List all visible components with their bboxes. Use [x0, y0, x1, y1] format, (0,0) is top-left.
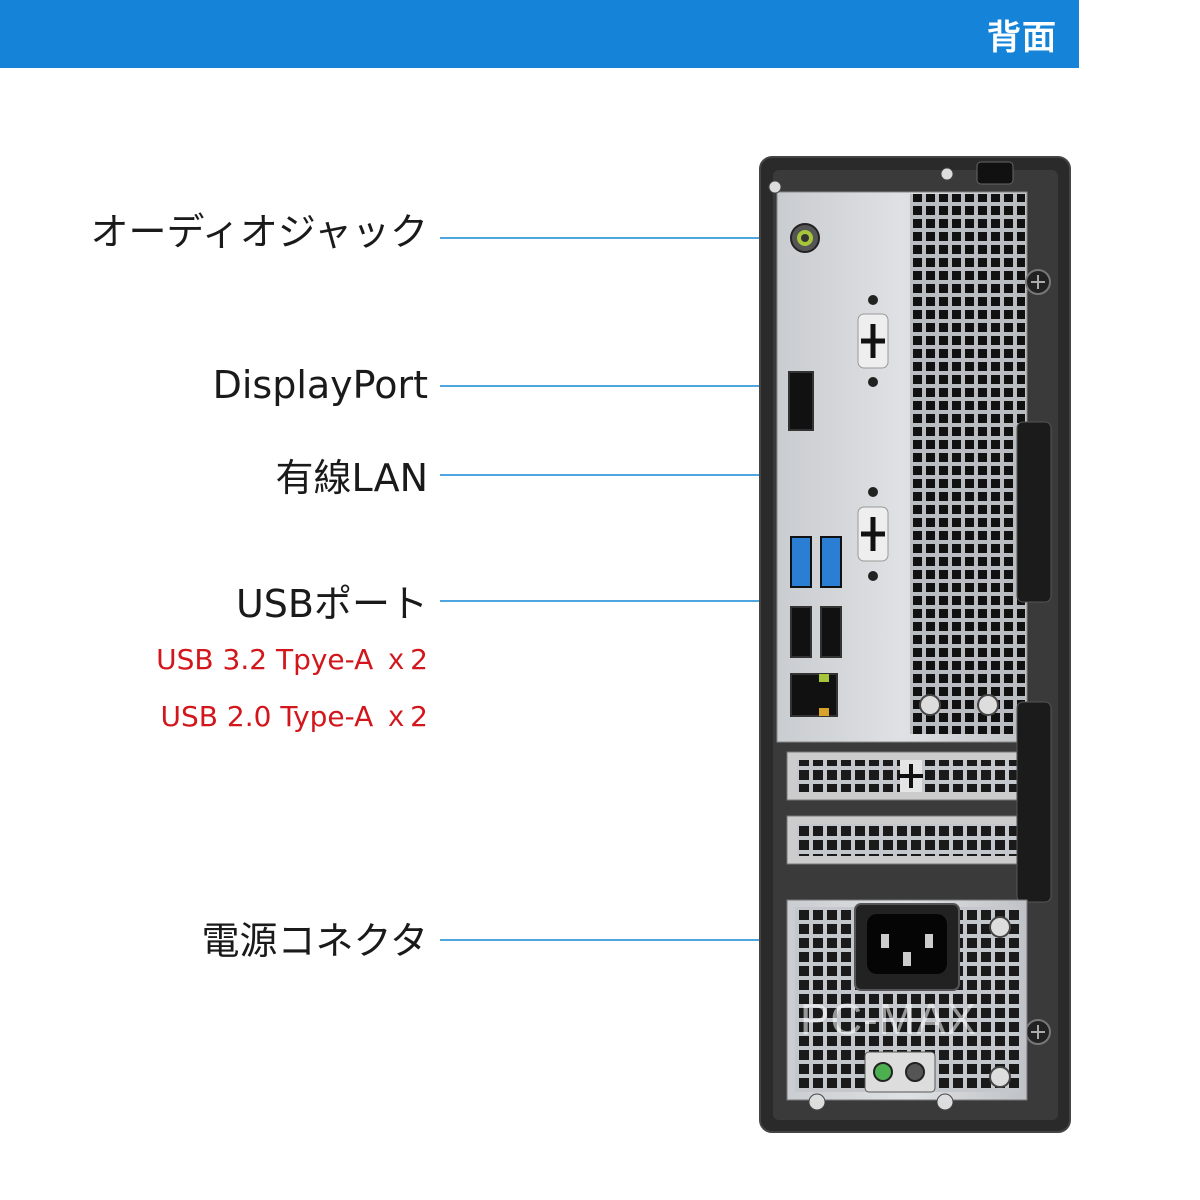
spec-usb3: USB 3.2 Tpye-A ｘ2: [156, 643, 428, 676]
label-audio-jack: オーディオジャック: [90, 210, 428, 254]
lan-port-icon: [790, 673, 838, 717]
usb3-ports-icon: [790, 536, 842, 588]
pc-rear-panel-image: [759, 156, 1071, 1133]
label-displayport: DisplayPort: [212, 363, 428, 407]
spec-usb2: USB 2.0 Type-A ｘ2: [160, 700, 428, 733]
label-usb-ports: USBポート: [235, 582, 428, 626]
power-connector-icon: [854, 903, 960, 991]
watermark: PC-MAX: [800, 995, 978, 1044]
page-title: 背面: [987, 18, 1057, 58]
label-wired-lan: 有線LAN: [275, 456, 428, 500]
label-power-connector: 電源コネクタ: [201, 919, 428, 963]
usb2-ports-icon: [790, 606, 842, 658]
displayport-icon: [788, 371, 814, 431]
header-bar: 背面: [0, 0, 1079, 68]
audio-jack-icon: [790, 223, 820, 253]
